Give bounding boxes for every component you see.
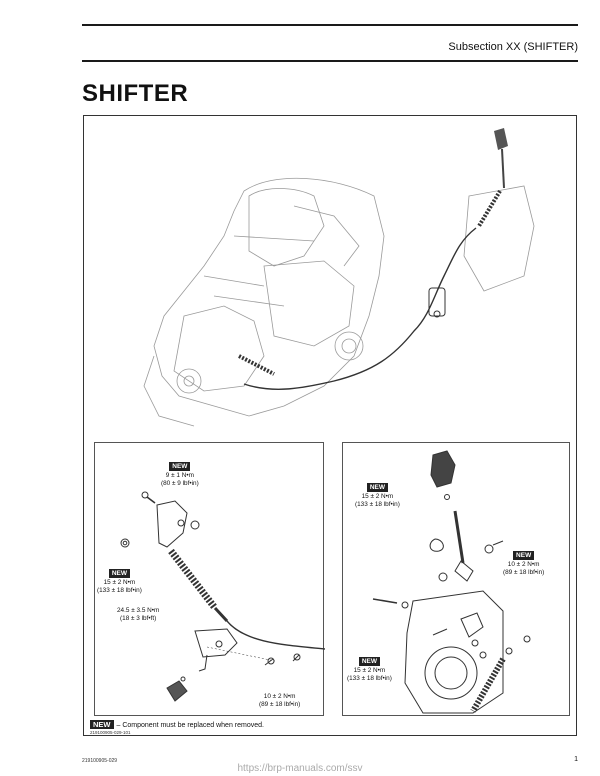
torque-value: 15 ± 2 N•m — [361, 493, 394, 500]
figure-id: 219100905-029-101 — [90, 730, 131, 735]
new-badge: NEW — [108, 569, 130, 578]
shift-cable — [243, 227, 477, 390]
shift-lever-detail-drawing — [372, 450, 531, 714]
new-badge: NEW — [366, 483, 388, 492]
figure-legend: NEW– Component must be replaced when rem… — [90, 720, 264, 730]
subsection-header: Subsection XX (SHIFTER) — [448, 41, 578, 53]
lower-cable-detail-drawing — [120, 491, 325, 702]
torque-callout-7: NEW 15 ± 2 N•m (133 ± 18 lbf•in) — [347, 657, 392, 683]
torque-callout-4: 10 ± 2 N•m (89 ± 18 lbf•in) — [259, 693, 300, 709]
detail-inset-shift-lever: NEW 15 ± 2 N•m (133 ± 18 lbf•in) NEW 10 … — [342, 442, 570, 716]
footer-url[interactable]: https://brp-manuals.com/ssv — [237, 763, 363, 774]
torque-callout-1: NEW 9 ± 1 N•m (80 ± 9 lbf•in) — [161, 462, 199, 488]
new-badge: NEW — [358, 657, 380, 666]
torque-value-imperial: (80 ± 9 lbf•in) — [161, 479, 199, 487]
torque-value-imperial: (133 ± 18 lbf•in) — [355, 500, 400, 508]
document-id: 219100905-029 — [82, 758, 118, 764]
torque-value: 10 ± 2 N•m — [263, 693, 296, 700]
shifter-figure: NEW 9 ± 1 N•m (80 ± 9 lbf•in) NEW 15 ± 2… — [83, 115, 577, 736]
new-badge: NEW — [169, 462, 191, 471]
cable-bracket — [428, 287, 446, 318]
torque-callout-2: NEW 15 ± 2 N•m (133 ± 18 lbf•in) — [97, 569, 142, 595]
header-rule-bottom — [82, 60, 578, 62]
legend-new-badge: NEW — [90, 720, 114, 729]
new-badge: NEW — [513, 551, 535, 560]
shift-lever-assembly — [463, 128, 535, 292]
torque-value: 10 ± 2 N•m — [507, 561, 540, 568]
torque-value: 15 ± 2 N•m — [353, 667, 386, 674]
shifter-illustration — [143, 128, 535, 427]
torque-value-imperial: (133 ± 18 lbf•in) — [347, 674, 392, 682]
engine-drawing — [143, 177, 385, 427]
torque-value-imperial: (18 ± 3 lbf•ft) — [120, 614, 157, 622]
legend-text: – Component must be replaced when remove… — [116, 722, 264, 729]
torque-callout-3: 24.5 ± 3.5 N•m (18 ± 3 lbf•ft) — [117, 607, 159, 623]
header-rule-top — [82, 24, 578, 26]
detail-inset-lower-cable: NEW 9 ± 1 N•m (80 ± 9 lbf•in) NEW 15 ± 2… — [94, 442, 325, 716]
shift-cable-end — [238, 354, 275, 376]
torque-callout-5: NEW 15 ± 2 N•m (133 ± 18 lbf•in) — [355, 483, 400, 509]
torque-value: 9 ± 1 N•m — [165, 472, 194, 479]
torque-callout-6: NEW 10 ± 2 N•m (89 ± 18 lbf•in) — [503, 551, 544, 577]
page-title: SHIFTER — [82, 80, 189, 107]
torque-value-imperial: (133 ± 18 lbf•in) — [97, 586, 142, 594]
page-number: 1 — [574, 756, 578, 763]
torque-value-imperial: (89 ± 18 lbf•in) — [503, 568, 545, 576]
torque-value: 24.5 ± 3.5 N•m — [117, 607, 160, 614]
torque-value: 15 ± 2 N•m — [103, 579, 136, 586]
torque-value-imperial: (89 ± 18 lbf•in) — [259, 700, 301, 708]
